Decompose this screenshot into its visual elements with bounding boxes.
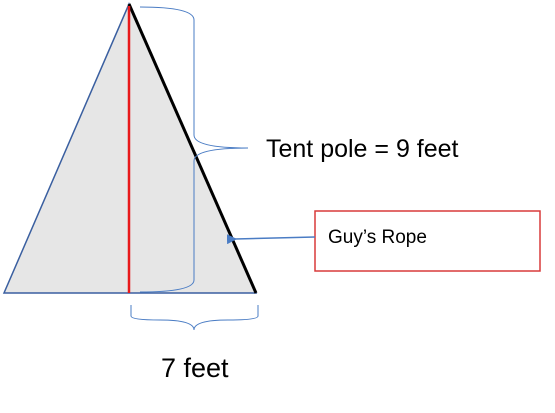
rope-arrow bbox=[226, 234, 316, 245]
pole-height-brace bbox=[139, 6, 249, 293]
pole-label: Tent pole = 9 feet bbox=[266, 135, 459, 163]
guy-rope-line bbox=[127, 3, 258, 294]
rope-label: Guy’s Rope bbox=[328, 227, 427, 248]
rope-callout-box bbox=[314, 210, 541, 272]
base-width-brace bbox=[130, 305, 259, 331]
base-label: 7 feet bbox=[161, 353, 229, 383]
